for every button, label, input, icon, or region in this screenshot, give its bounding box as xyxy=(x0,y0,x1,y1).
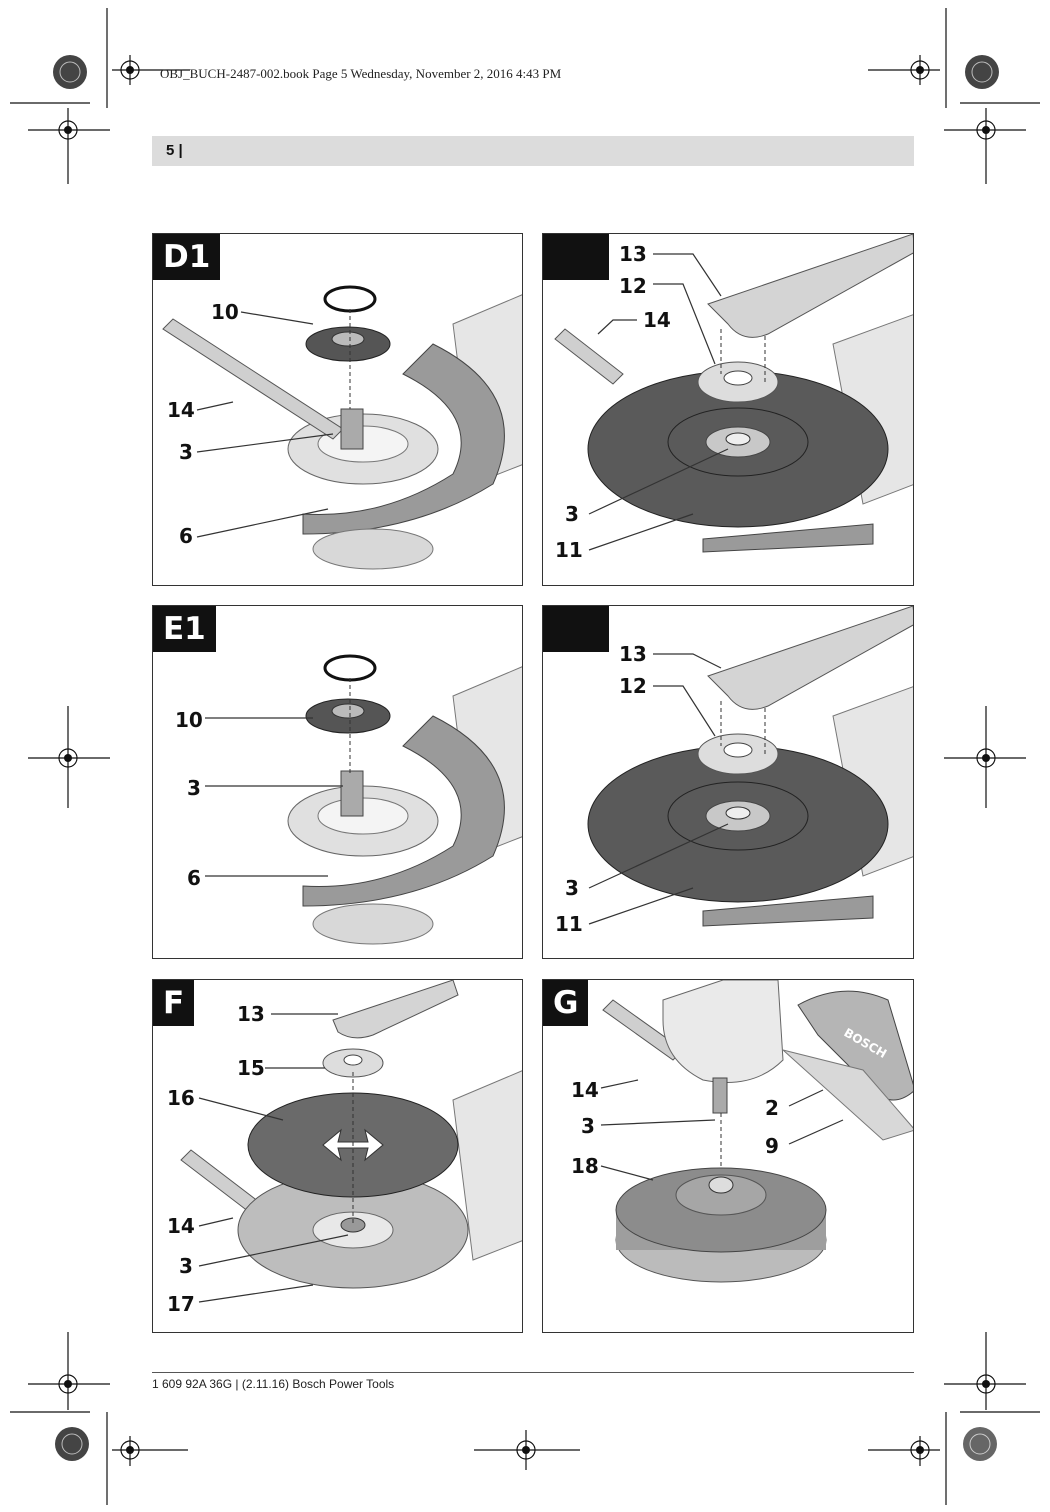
page-footer: 1 609 92A 36G | (2.11.16) Bosch Power To… xyxy=(152,1377,395,1391)
callout-label: 11 xyxy=(555,538,583,562)
figure-panel-g: BOSCH G 14 3 18 2 9 xyxy=(542,979,914,1333)
sanding-disc-illustration xyxy=(180,980,522,1303)
callout-label: 6 xyxy=(187,866,201,890)
figure-tag: D1 xyxy=(153,234,221,280)
print-header: OBJ_BUCH-2487-002.book Page 5 Wednesday,… xyxy=(160,66,562,81)
callout-label: 10 xyxy=(175,708,203,732)
cutting-disc-illustration xyxy=(587,606,913,927)
figure-panel-d1: D1 10 14 3 6 xyxy=(152,233,523,586)
figure-panel-e2: 13 12 3 11 xyxy=(542,605,914,959)
callout-label: 3 xyxy=(179,1254,193,1278)
callout-label: 3 xyxy=(179,440,193,464)
callout-label: 11 xyxy=(555,912,583,936)
grinder-guard-illustration xyxy=(162,285,522,570)
callout-label: 9 xyxy=(765,1134,779,1158)
callout-label: 13 xyxy=(619,242,647,266)
callout-label: 14 xyxy=(167,398,195,422)
callout-label: 2 xyxy=(765,1096,779,1120)
rubber-pad-illustration: BOSCH xyxy=(600,980,913,1283)
callout-label: 18 xyxy=(571,1154,599,1178)
figure-tag: F xyxy=(153,980,195,1026)
figure-tag: G xyxy=(543,980,589,1026)
figure-tag xyxy=(543,234,609,280)
callout-label: 14 xyxy=(643,308,671,332)
callout-label: 14 xyxy=(167,1214,195,1238)
callout-label: 15 xyxy=(237,1056,265,1080)
figure-tag: E1 xyxy=(153,606,216,652)
cutting-disc-illustration xyxy=(554,234,913,553)
callout-label: 10 xyxy=(211,300,239,324)
callout-label: 3 xyxy=(565,876,579,900)
figure-tag xyxy=(543,606,609,652)
figure-panel-f: F 13 15 16 14 3 17 xyxy=(152,979,523,1333)
figure-panel-d2: 13 12 14 3 11 xyxy=(542,233,914,586)
callout-label: 14 xyxy=(571,1078,599,1102)
callout-label: 3 xyxy=(187,776,201,800)
callout-label: 12 xyxy=(619,274,647,298)
callout-label: 16 xyxy=(167,1086,195,1110)
footer-rule xyxy=(152,1372,914,1373)
callout-label: 17 xyxy=(167,1292,195,1316)
callout-label: 13 xyxy=(619,642,647,666)
page-header-bar: 5 | xyxy=(152,136,914,166)
figure-panel-e1: E1 10 3 6 xyxy=(152,605,523,959)
callout-label: 12 xyxy=(619,674,647,698)
callout-label: 13 xyxy=(237,1002,265,1026)
page-number: 5 | xyxy=(166,142,183,159)
callout-label: 6 xyxy=(179,524,193,548)
callout-label: 3 xyxy=(565,502,579,526)
grinder-guard-illustration xyxy=(205,654,522,945)
callout-label: 3 xyxy=(581,1114,595,1138)
